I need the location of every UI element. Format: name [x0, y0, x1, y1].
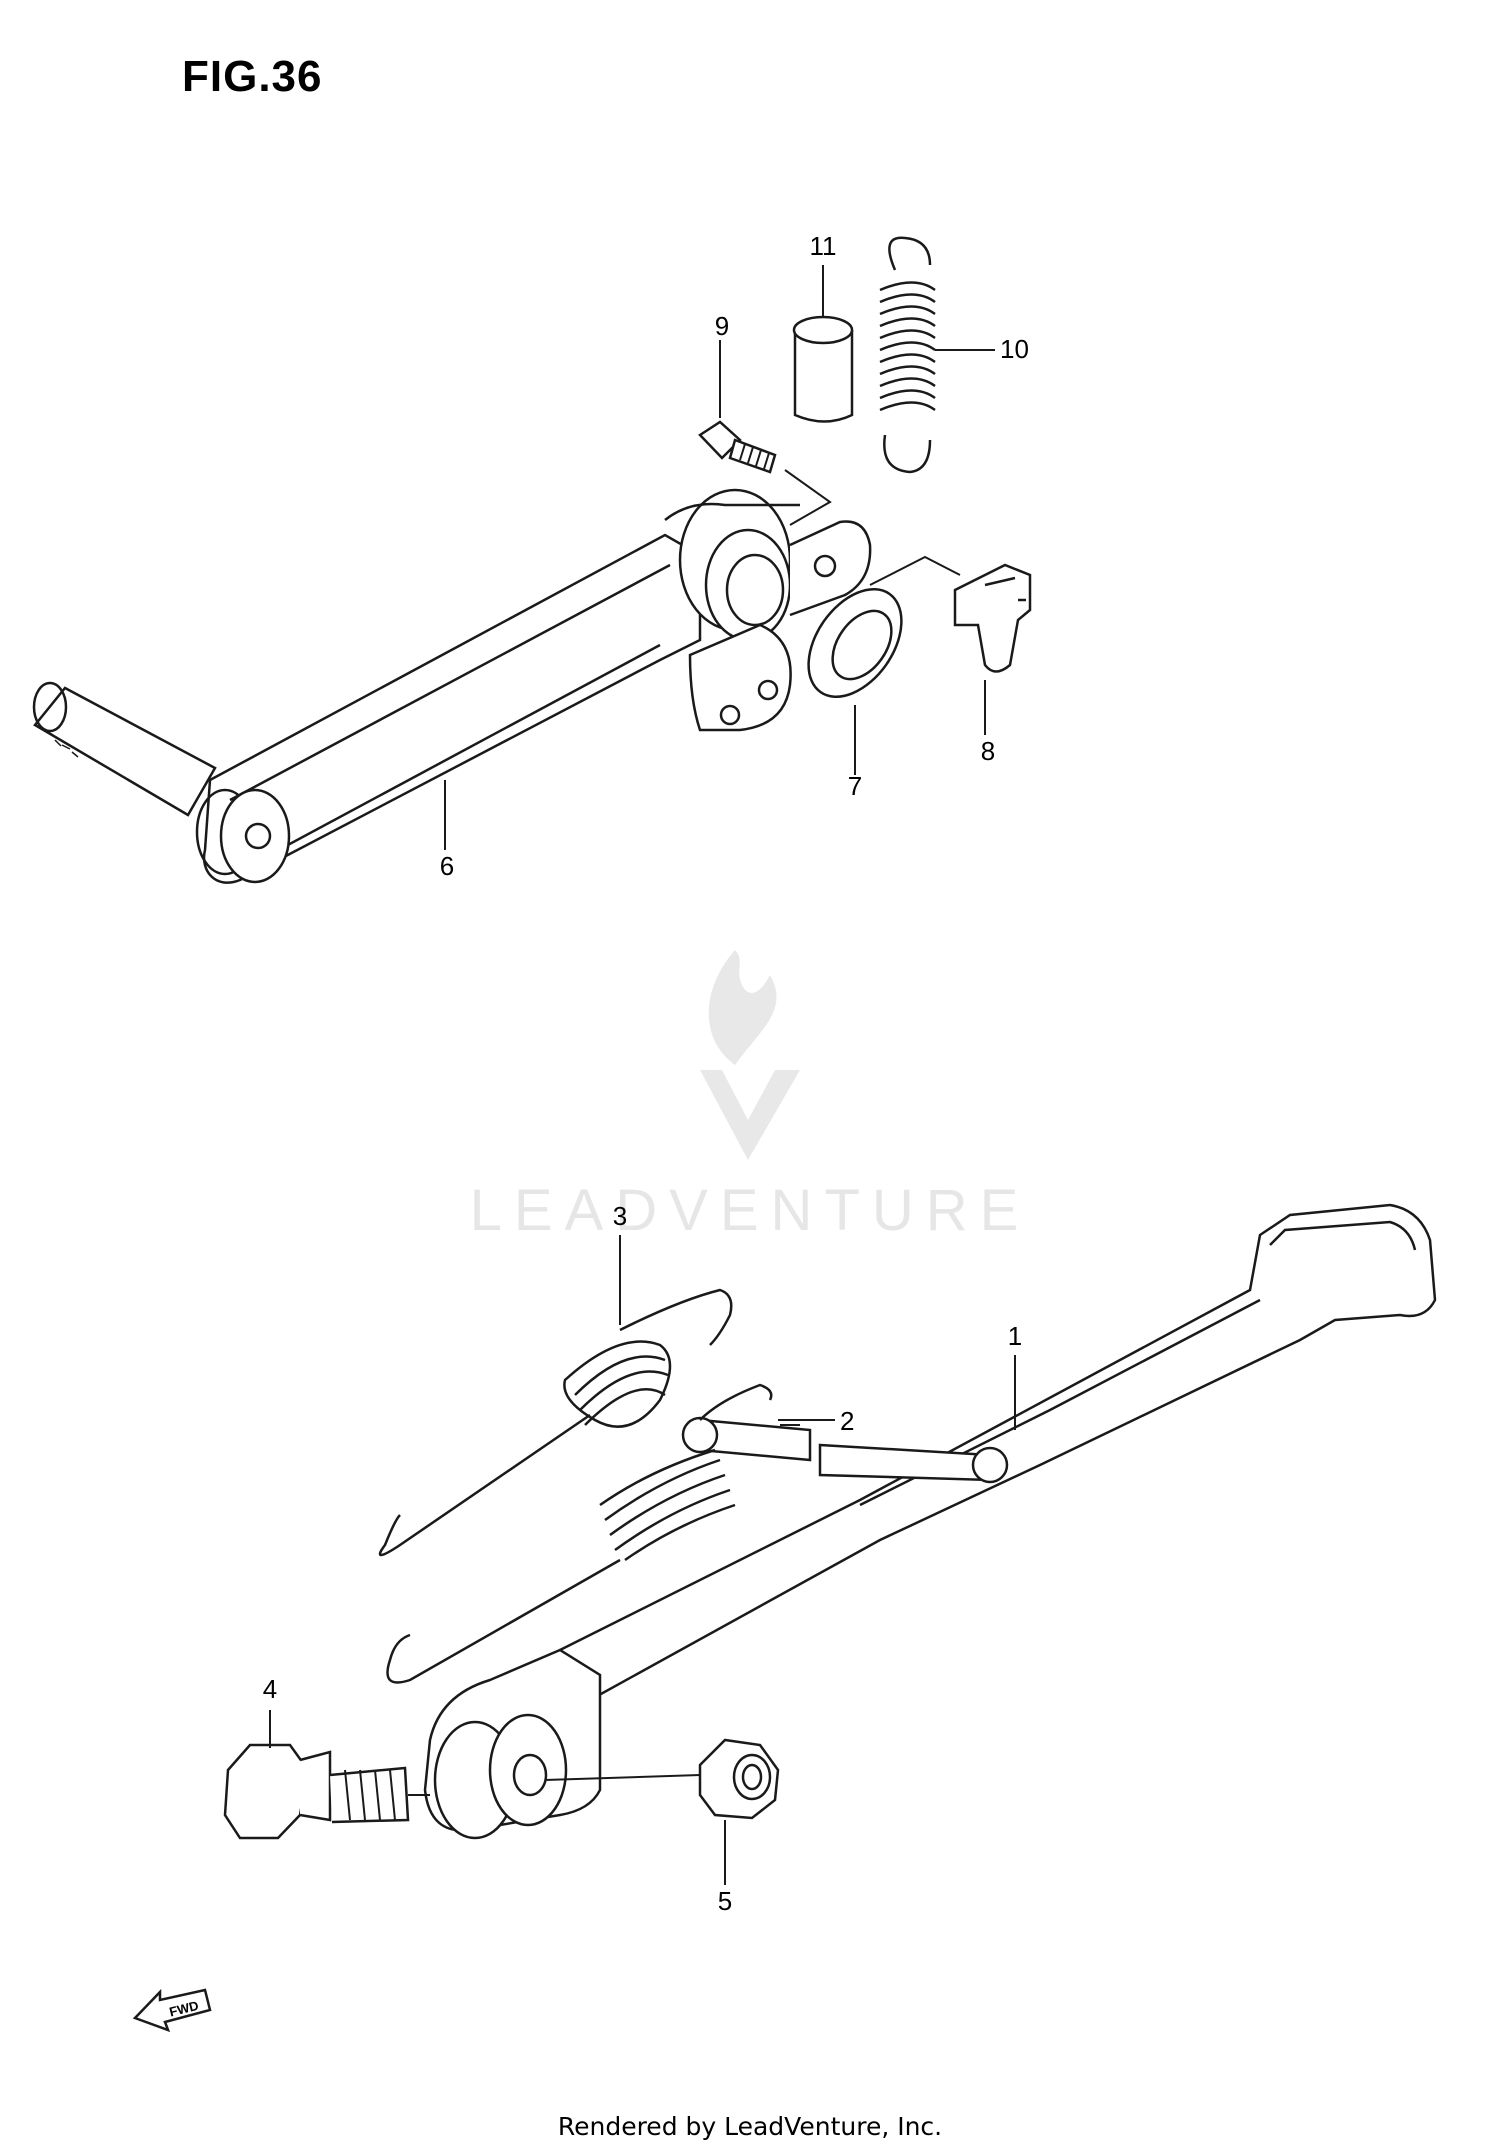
- upper-leader-lines: [444, 265, 995, 850]
- callout-3: 3: [613, 1201, 627, 1231]
- watermark-text: LEADVENTURE: [470, 1178, 1031, 1243]
- callout-6: 6: [440, 851, 454, 881]
- fwd-label: FWD: [168, 1998, 200, 2020]
- v-logo-icon: [700, 1070, 800, 1160]
- stand-nut-5: [698, 1738, 780, 1820]
- clip-8: [953, 563, 1032, 673]
- callout-8: 8: [981, 736, 995, 766]
- flame-logo-icon: [708, 950, 777, 1065]
- spring-2: [386, 1383, 773, 1684]
- callout-11: 11: [810, 231, 837, 261]
- lower-leader-lines: [269, 1235, 1016, 1885]
- callout-2: 2: [840, 1406, 854, 1436]
- collar-11: [792, 315, 854, 423]
- leadventure-watermark: LEADVENTURE: [470, 950, 1031, 1243]
- spring-10: [879, 236, 936, 474]
- washer-7: [807, 587, 903, 699]
- stand-pin: [681, 1416, 1009, 1484]
- figure-title: FIG.36: [182, 52, 323, 101]
- callout-numbers: 11 10 9 8 7 6 3 1 2 4 5: [263, 231, 1029, 1916]
- fwd-arrow-icon: FWD: [132, 1988, 212, 2033]
- callout-5: 5: [718, 1886, 732, 1916]
- callout-1: 1: [1008, 1321, 1022, 1351]
- bolt-9: [698, 420, 777, 474]
- callout-4: 4: [263, 1674, 277, 1704]
- callout-7: 7: [848, 771, 862, 801]
- stand-pivot-lug: [423, 1648, 602, 1840]
- callout-10: 10: [1000, 334, 1029, 364]
- brake-pedal-6: [32, 488, 872, 884]
- stand-bolt-4: [223, 1743, 410, 1840]
- callout-9: 9: [715, 311, 729, 341]
- spring-3: [378, 1288, 733, 1557]
- footer-credit: Rendered by LeadVenture, Inc.: [557, 2112, 943, 2141]
